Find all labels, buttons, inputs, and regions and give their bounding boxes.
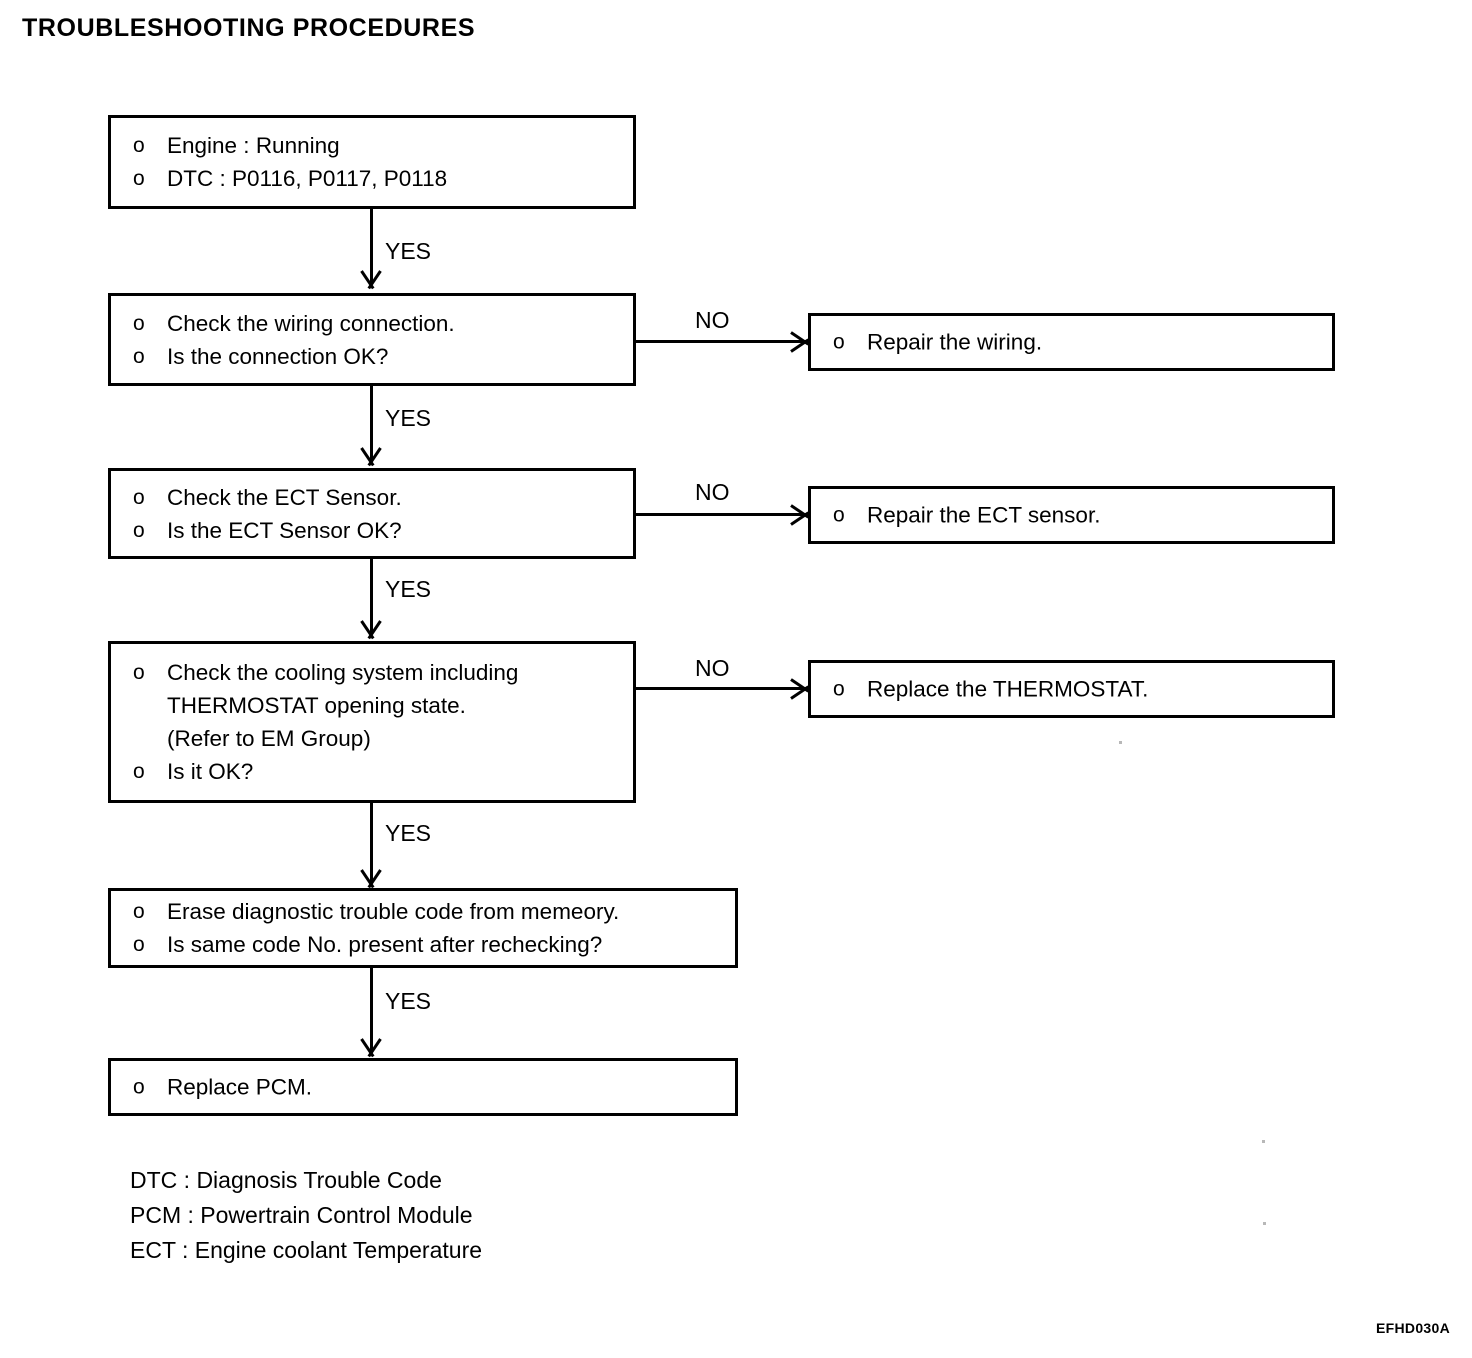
bullet-icon: o xyxy=(133,661,145,684)
abbreviation-legend: DTC : Diagnosis Trouble Code PCM : Power… xyxy=(130,1163,482,1268)
flow-box-line-text: THERMOSTAT opening state. xyxy=(167,693,466,718)
flow-box-line-text: DTC : P0116, P0117, P0118 xyxy=(167,166,448,191)
flow-box-line: o Check the wiring connection. xyxy=(133,307,625,340)
flow-box-line: o Is the connection OK? xyxy=(133,340,625,373)
bullet-icon: o xyxy=(833,330,845,354)
flow-box-line: o Check the cooling system including xyxy=(133,656,625,689)
flow-box-check-ect-sensor: o Check the ECT Sensor. o Is the ECT Sen… xyxy=(108,468,636,559)
bullet-icon: o xyxy=(133,485,145,509)
connector-check-wiring-to-check-ect xyxy=(370,386,373,460)
flow-box-line: o Engine : Running xyxy=(133,129,625,162)
connector-check-cooling-to-erase-dtc xyxy=(370,803,373,883)
flow-box-replace-thermostat-lines: o Replace the THERMOSTAT. xyxy=(833,673,1324,706)
figure-code: EFHD030A xyxy=(1376,1320,1450,1336)
edge-label-no: NO xyxy=(695,479,730,505)
arrowhead-down-icon xyxy=(358,273,384,291)
edge-label-yes: YES xyxy=(385,238,432,264)
bullet-icon: o xyxy=(133,518,145,542)
flow-box-line-text: Repair the ECT sensor. xyxy=(867,502,1101,528)
flow-box-line-text: Repair the wiring. xyxy=(867,329,1043,355)
flow-box-check-wiring-lines: o Check the wiring connection. o Is the … xyxy=(133,307,625,373)
flow-box-line-text: Check the cooling system including xyxy=(167,660,519,685)
bullet-icon: o xyxy=(833,677,845,701)
edge-label-yes: YES xyxy=(385,820,432,846)
scan-speckle xyxy=(1119,741,1122,744)
connector-check-wiring-to-repair-wiring xyxy=(636,340,812,343)
flow-box-line-text: (Refer to EM Group) xyxy=(167,726,371,751)
flow-box-erase-dtc-lines: o Erase diagnostic trouble code from mem… xyxy=(133,895,727,961)
bullet-icon: o xyxy=(133,311,145,335)
flow-box-start: o Engine : Running o DTC : P0116, P0117,… xyxy=(108,115,636,209)
connector-start-to-check-wiring xyxy=(370,209,373,283)
arrowhead-down-icon xyxy=(358,623,384,641)
flow-box-replace-thermostat: o Replace the THERMOSTAT. xyxy=(808,660,1335,718)
flow-box-replace-pcm: o Replace PCM. xyxy=(108,1058,738,1116)
edge-label-yes: YES xyxy=(385,988,432,1014)
edge-label-yes: YES xyxy=(385,576,432,602)
flow-box-line: o Is it OK? xyxy=(133,755,625,788)
flow-box-line: o Is same code No. present after recheck… xyxy=(133,928,727,961)
flow-box-line: o Repair the wiring. xyxy=(833,326,1324,359)
flow-box-line: o (Refer to EM Group) xyxy=(133,722,625,755)
arrowhead-down-icon xyxy=(358,450,384,468)
bullet-icon: o xyxy=(133,900,145,923)
flow-box-line-text: Engine : Running xyxy=(167,133,340,158)
bullet-icon: o xyxy=(133,167,145,190)
flow-box-line: o Erase diagnostic trouble code from mem… xyxy=(133,895,727,928)
arrowhead-down-icon xyxy=(358,1041,384,1059)
flow-box-line-text: Is same code No. present after recheckin… xyxy=(167,932,603,957)
flow-box-repair-ect-sensor: o Repair the ECT sensor. xyxy=(808,486,1335,544)
scan-speckle xyxy=(1263,1222,1266,1225)
flow-box-repair-ect-sensor-lines: o Repair the ECT sensor. xyxy=(833,499,1324,532)
flow-box-line: o Check the ECT Sensor. xyxy=(133,481,625,514)
flow-box-line-text: Replace PCM. xyxy=(167,1074,313,1100)
bullet-icon: o xyxy=(833,503,845,527)
flow-box-repair-wiring-lines: o Repair the wiring. xyxy=(833,326,1324,359)
flow-box-replace-pcm-lines: o Replace PCM. xyxy=(133,1071,727,1104)
flow-box-repair-wiring: o Repair the wiring. xyxy=(808,313,1335,371)
flow-box-line-text: Is the connection OK? xyxy=(167,343,389,369)
flow-box-check-cooling-system: o Check the cooling system including o T… xyxy=(108,641,636,803)
legend-row-ect: ECT : Engine coolant Temperature xyxy=(130,1237,483,1263)
flow-box-line: o Repair the ECT sensor. xyxy=(833,499,1324,532)
connector-check-cooling-to-replace-thermostat xyxy=(636,687,812,690)
connector-check-ect-to-check-cooling xyxy=(370,559,373,633)
flow-box-line: o Is the ECT Sensor OK? xyxy=(133,514,625,547)
connector-erase-dtc-to-replace-pcm xyxy=(370,968,373,1051)
flow-box-line-text: Check the ECT Sensor. xyxy=(167,484,402,510)
bullet-icon: o xyxy=(133,1075,145,1099)
page-title: TROUBLESHOOTING PROCEDURES xyxy=(22,14,476,42)
bullet-icon: o xyxy=(133,933,145,956)
flow-box-start-lines: o Engine : Running o DTC : P0116, P0117,… xyxy=(133,129,625,195)
connector-check-ect-to-repair-ect xyxy=(636,513,812,516)
flow-box-line-text: Replace the THERMOSTAT. xyxy=(867,676,1149,702)
edge-label-yes: YES xyxy=(385,405,432,431)
legend-row-pcm: PCM : Powertrain Control Module xyxy=(130,1202,473,1228)
edge-label-no: NO xyxy=(695,655,730,681)
flow-box-line-text: Check the wiring connection. xyxy=(167,310,455,336)
legend-row-dtc: DTC : Diagnosis Trouble Code xyxy=(130,1167,442,1193)
flow-box-check-wiring: o Check the wiring connection. o Is the … xyxy=(108,293,636,386)
flow-box-erase-dtc: o Erase diagnostic trouble code from mem… xyxy=(108,888,738,968)
flow-box-line-text: Erase diagnostic trouble code from memeo… xyxy=(167,899,620,924)
flow-box-line: o DTC : P0116, P0117, P0118 xyxy=(133,162,625,195)
bullet-icon: o xyxy=(133,760,145,783)
flow-box-line: o Replace PCM. xyxy=(133,1071,727,1104)
flow-box-line: o THERMOSTAT opening state. xyxy=(133,689,625,722)
flow-box-line-text: Is it OK? xyxy=(167,759,254,784)
bullet-icon: o xyxy=(133,134,145,157)
bullet-icon: o xyxy=(133,344,145,368)
scan-speckle xyxy=(1262,1140,1265,1143)
flow-box-check-ect-sensor-lines: o Check the ECT Sensor. o Is the ECT Sen… xyxy=(133,481,625,547)
flow-box-line-text: Is the ECT Sensor OK? xyxy=(167,517,402,543)
flow-box-line: o Replace the THERMOSTAT. xyxy=(833,673,1324,706)
flow-box-check-cooling-system-lines: o Check the cooling system including o T… xyxy=(133,656,625,788)
edge-label-no: NO xyxy=(695,307,730,333)
